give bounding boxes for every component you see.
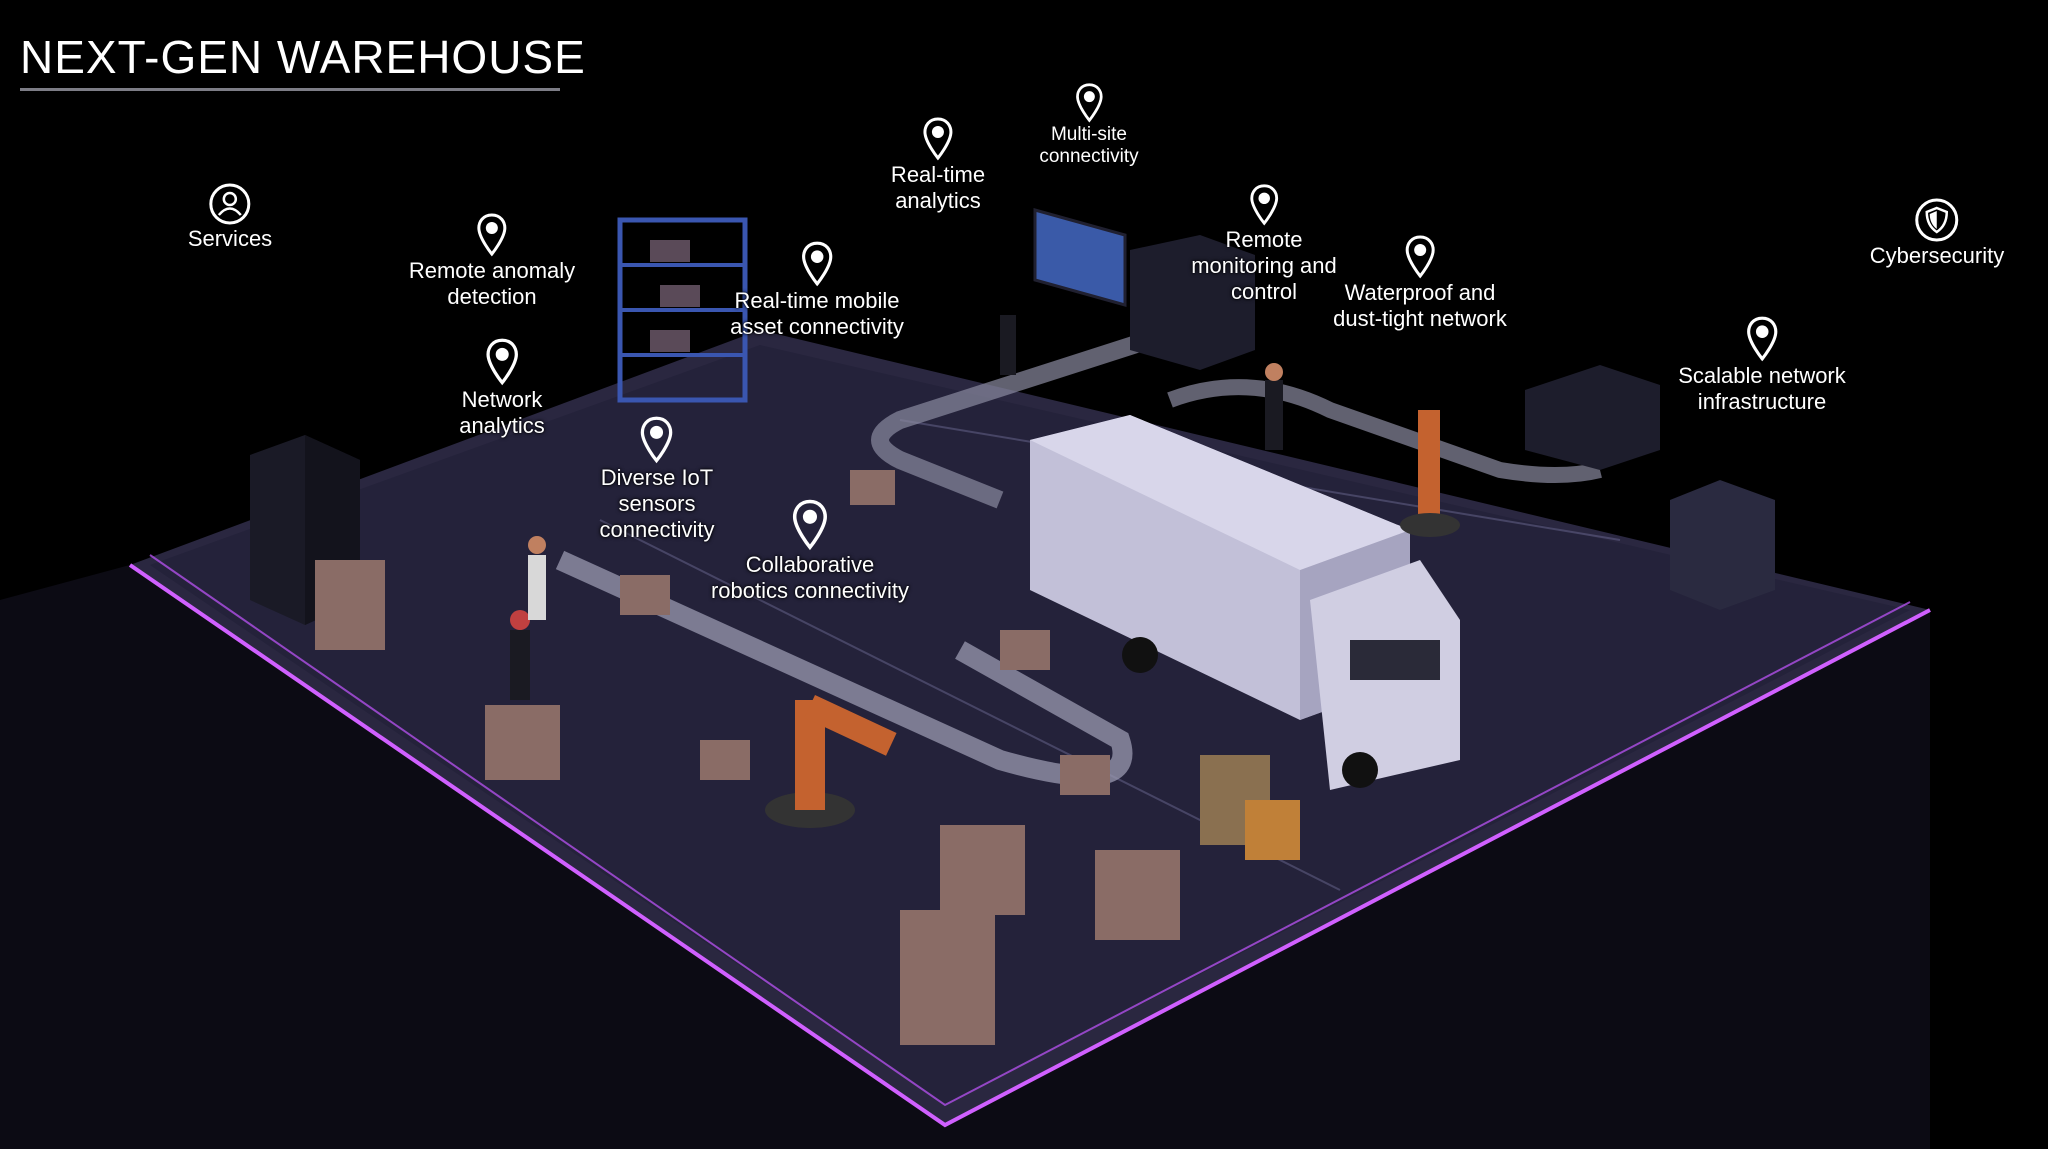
workers [510,315,1283,700]
hotspot-collaborative-robotics[interactable]: Collaborative robotics connectivity [711,498,909,604]
map-pin-icon [790,498,830,552]
map-pin-icon [799,240,835,288]
gate-right [1525,365,1660,470]
hotspot-label: Real-time analytics [890,162,986,213]
hotspot-diverse-iot-sensors[interactable]: Diverse IoT sensors connectivity [599,415,715,543]
hotspot-label: Real-time mobile asset connectivity [730,288,904,339]
server-rack-right [1670,480,1775,610]
hotspot-waterproof-network[interactable]: Waterproof and dust-tight network [1333,234,1507,332]
hotspot-real-time-mobile-asset[interactable]: Real-time mobile asset connectivity [730,240,904,340]
conveyor-right [1167,379,1602,483]
map-pin-icon [483,337,521,387]
map-pin-icon [1744,315,1780,363]
hotspot-label: Collaborative robotics connectivity [710,552,910,603]
hotspot-remote-monitoring[interactable]: Remote monitoring and control [1191,183,1337,305]
person-circle-icon [208,182,252,226]
gate-back [1130,235,1255,370]
map-pin-icon [476,212,508,258]
shield-icon [1914,197,1960,243]
map-pin-icon [1403,234,1437,280]
hotspot-label: Services [187,226,273,251]
platform-side [0,565,1930,1149]
hotspot-label: Remote monitoring and control [1191,227,1337,304]
shelving-unit [617,217,748,403]
hotspot-network-analytics[interactable]: Network analytics [459,337,545,439]
hotspot-label: Scalable network infrastructure [1678,363,1846,414]
conveyor-back [871,321,1183,509]
map-pin-icon [1248,183,1280,227]
map-pin-icon [638,415,676,465]
hotspot-label: Remote anomaly detection [408,258,576,309]
forklift [1200,755,1300,860]
title-underline [20,88,560,91]
hotspot-cybersecurity[interactable]: Cybersecurity [1870,197,2004,269]
map-pin-icon [921,116,955,162]
robot-arm-right [1400,410,1460,537]
floor-inner [150,345,1910,1105]
hotspot-multi-site-connectivity[interactable]: Multi-site connectivity [1039,82,1139,168]
hotspot-label: Network analytics [459,387,545,438]
truck [1030,415,1460,790]
neon-edge-inner [149,554,1911,1107]
hotspot-remote-anomaly-detection[interactable]: Remote anomaly detection [409,212,575,310]
hotspot-label: Waterproof and dust-tight network [1333,280,1507,331]
world-map-screen [1033,208,1127,307]
robot-arm-front [765,695,897,828]
neon-edge-front-left [128,563,1931,1128]
page-title: NEXT-GEN WAREHOUSE [20,31,586,83]
hotspot-real-time-analytics[interactable]: Real-time analytics [891,116,985,214]
hotspot-scalable-network[interactable]: Scalable network infrastructure [1678,315,1846,415]
cargo-boxes [315,470,1180,1045]
hotspot-label: Cybersecurity [1869,243,2005,268]
map-pin-icon [1074,82,1104,124]
hotspot-label: Multi-site connectivity [1039,124,1139,167]
hotspot-label: Diverse IoT sensors connectivity [599,465,715,542]
hotspot-services[interactable]: Services [188,182,272,252]
